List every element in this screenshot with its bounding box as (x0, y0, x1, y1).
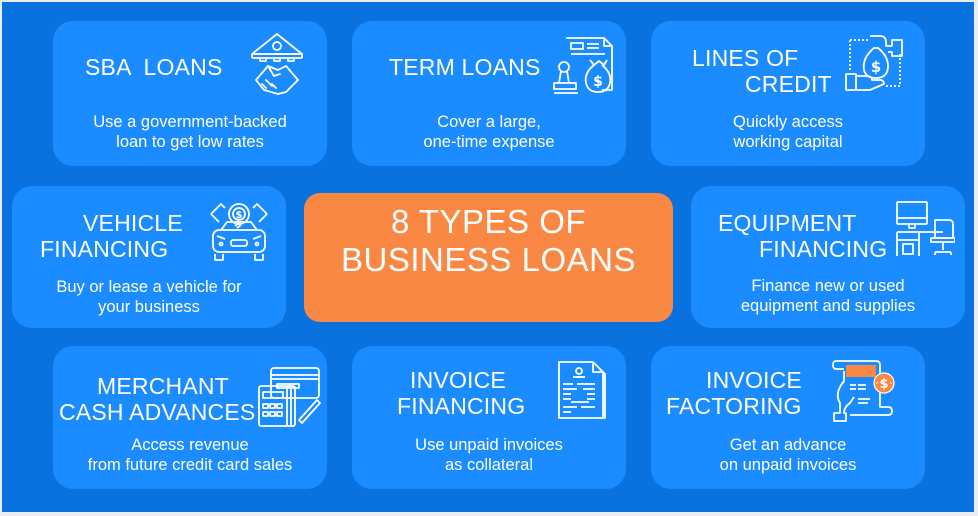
card-title-line2: FACTORING (666, 393, 802, 419)
stamp-money-bag-document-icon: $ (552, 36, 614, 98)
desk-computer-chair-icon (895, 200, 955, 258)
card-description-line2: as collateral (444, 456, 534, 474)
card-title: TERM LOANS (389, 54, 541, 80)
svg-text:$: $ (593, 74, 603, 90)
card-title-line1: INVOICE (410, 367, 506, 393)
center-title-box: 8 TYPES OF BUSINESS LOANS (304, 193, 673, 322)
card-title: SBA LOANS (85, 54, 223, 80)
card-terminal-icon (257, 366, 321, 428)
card-description-line2: on unpaid invoices (719, 456, 857, 474)
card-description-line1: Buy or lease a vehicle for (56, 278, 242, 296)
svg-text:$: $ (236, 210, 243, 221)
card-term-loans: TERM LOANS $ Cover a large, one-time exp… (352, 21, 626, 166)
bank-handshake-icon (246, 32, 308, 102)
center-title-line1: 8 TYPES OF (390, 203, 587, 240)
card-sba-loans: SBA LOANS Use a government-backed loan t… (53, 21, 327, 166)
card-title-line2: CREDIT (745, 71, 832, 97)
card-equipment-financing: EQUIPMENT FINANCING Finance new or used … (691, 186, 965, 328)
svg-text:$: $ (871, 58, 881, 76)
card-title-line2: CASH ADVANCES (59, 399, 256, 425)
card-description-line1: Access revenue (131, 436, 249, 454)
card-description-line1: Quickly access (732, 113, 844, 131)
hand-invoice-dollar-icon: $ (832, 359, 896, 423)
card-vehicle-financing: VEHICLE FINANCING $ Buy or lease a vehic… (12, 186, 286, 328)
card-description-line2: loan to get low rates (116, 133, 264, 151)
card-invoice-financing: INVOICE FINANCING Use unpaid invoices as… (352, 346, 626, 489)
card-description-line2: working capital (733, 133, 843, 151)
car-coin-icon: $ (207, 200, 271, 264)
card-title-line1: INVOICE (706, 367, 802, 393)
hand-money-bag-icon: $ (844, 34, 908, 96)
card-description-line1: Get an advance (729, 436, 847, 454)
card-title-line1: EQUIPMENT (718, 210, 857, 236)
card-lines-of-credit: LINES OF CREDIT $ Quickly access working… (651, 21, 925, 166)
card-title-line2: FINANCING (397, 393, 526, 419)
card-description-line2: equipment and supplies (740, 297, 916, 315)
card-title-line2: FINANCING (40, 236, 169, 262)
card-description-line2: from future credit card sales (87, 456, 293, 474)
card-merchant-cash-advances: MERCHANT CASH ADVANCES Access revenue fr… (53, 346, 327, 489)
card-title-line1: LINES OF (692, 45, 799, 71)
invoice-document-icon (557, 360, 607, 420)
card-description-line1: Finance new or used (751, 277, 905, 295)
card-invoice-factoring: INVOICE FACTORING $ Get an advance on un… (651, 346, 925, 489)
card-description-line1: Use a government-backed (93, 113, 287, 131)
card-description-line1: Use unpaid invoices (415, 436, 563, 454)
card-title-line1: VEHICLE (83, 210, 183, 236)
card-description-line2: your business (98, 298, 200, 316)
center-title-line2: BUSINESS LOANS (341, 241, 636, 278)
svg-text:$: $ (879, 377, 888, 392)
card-description-line2: one-time expense (423, 133, 555, 151)
card-description-line1: Cover a large, (437, 113, 541, 131)
card-title-line1: MERCHANT (97, 373, 229, 399)
card-title-line2: FINANCING (759, 236, 888, 262)
